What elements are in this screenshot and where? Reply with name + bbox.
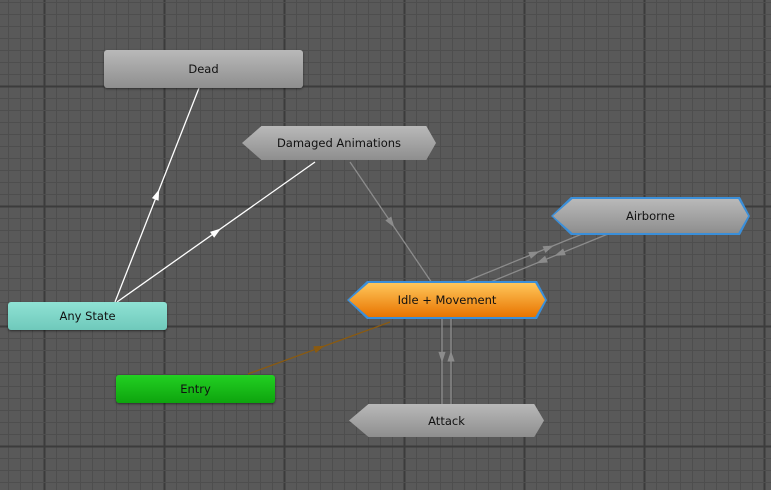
state-label: Idle + Movement: [397, 293, 497, 307]
state-label: Airborne: [625, 209, 675, 223]
transition-arrow: [554, 248, 566, 256]
state-label: Any State: [59, 309, 116, 323]
state-label: Attack: [428, 413, 465, 428]
state-entry[interactable]: Entry: [116, 375, 275, 403]
transition-arrow: [385, 216, 395, 228]
transition-arrow: [536, 255, 548, 264]
transition-arrow: [210, 228, 221, 238]
state-dead[interactable]: Dead: [104, 50, 303, 88]
state-label: Dead: [188, 62, 219, 76]
transition-arrow: [438, 351, 446, 363]
state-label: Damaged Animations: [276, 136, 402, 150]
transition-idle-to-airborne: [461, 233, 583, 284]
state-airborne[interactable]: Airborne: [551, 197, 750, 235]
state-damaged-animations[interactable]: Damaged Animations: [242, 126, 436, 160]
state-idle-movement[interactable]: Idle + Movement: [347, 281, 547, 319]
state-attack[interactable]: Attack: [349, 404, 544, 437]
transition-arrow: [447, 350, 455, 362]
transition-arrow: [313, 345, 325, 354]
state-label: Entry: [180, 382, 211, 396]
transition-arrow: [528, 251, 540, 259]
transition-arrow: [151, 189, 160, 201]
state-any-state[interactable]: Any State: [8, 302, 167, 330]
transitions: [114, 87, 609, 404]
transition-arrow: [542, 245, 554, 253]
transition-airborne-to-idle: [487, 233, 609, 284]
